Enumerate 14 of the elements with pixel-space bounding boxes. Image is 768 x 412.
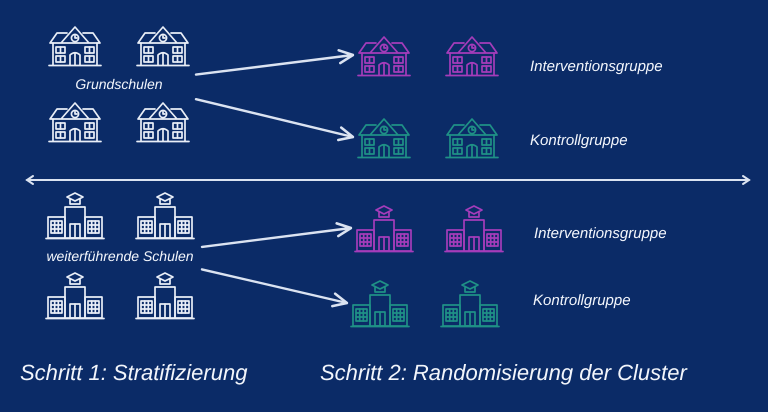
school-building-pair xyxy=(350,278,500,328)
arrow xyxy=(200,222,352,248)
group-label: Interventionsgruppe xyxy=(534,225,667,242)
step-caption: Schritt 2: Randomisierung der Cluster xyxy=(320,360,687,386)
school-building-pair xyxy=(354,203,504,253)
step-caption: Schritt 1: Stratifizierung xyxy=(20,360,248,386)
arrow xyxy=(194,98,354,142)
category-label: weiterführende Schulen xyxy=(46,248,194,264)
group-label: Interventionsgruppe xyxy=(530,58,663,75)
arrow xyxy=(194,49,354,76)
group-label: Kontrollgruppe xyxy=(530,132,628,149)
arrow xyxy=(200,268,348,308)
category-label: Grundschulen xyxy=(75,76,163,92)
group-label: Kontrollgruppe xyxy=(533,292,631,309)
